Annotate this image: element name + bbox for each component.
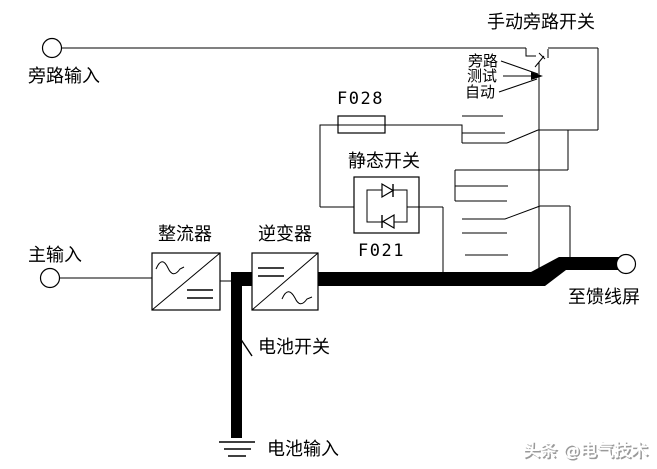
battery-ground-icon	[219, 441, 255, 457]
dc-bars-icon	[258, 267, 284, 277]
label-rectifier: 整流器	[158, 224, 212, 245]
static-switch-outer-box	[353, 176, 420, 234]
main-input-terminal	[39, 267, 61, 289]
switch-blade	[534, 55, 545, 68]
label-fuse-f028: F028	[337, 89, 384, 109]
label-inverter: 逆变器	[258, 224, 312, 245]
converter-divider	[151, 252, 221, 311]
label-battery-input: 电池输入	[267, 439, 339, 460]
label-main-input: 主输入	[28, 245, 82, 266]
switch-blade-hook	[538, 52, 546, 60]
label-to-feeder-panel: 至馈线屏	[568, 287, 640, 308]
watermark-shadow-text: 头条 @电气技术	[525, 442, 650, 463]
battery-bus	[231, 272, 242, 438]
label-static-switch: 静态开关	[348, 151, 420, 172]
bypass-input-terminal	[41, 37, 63, 59]
contact-blade	[504, 205, 541, 220]
main-output-bus	[232, 257, 620, 286]
selector-leaders	[498, 60, 543, 93]
contact-group-top	[385, 115, 539, 144]
label-fuse-f021: F021	[358, 241, 405, 261]
bypass-input-branch	[41, 37, 526, 59]
output-bus	[231, 257, 620, 438]
fuse-feed-wire	[319, 124, 338, 207]
label-selector-test: 测试	[467, 67, 497, 85]
manual-bypass-switch	[525, 47, 599, 272]
leader-arrowhead	[531, 72, 543, 80]
converter-divider	[251, 252, 319, 311]
thyristor-forward-icon	[381, 182, 395, 199]
label-selector-bypass: 旁路	[468, 52, 498, 70]
battery-switch-blade	[239, 337, 253, 357]
fuse-f028	[319, 115, 386, 207]
watermark: 头条 @电气技术 头条 @电气技术	[523, 440, 649, 463]
label-manual-bypass-switch: 手动旁路开关	[487, 12, 595, 33]
watermark-text: 头条 @电气技术	[523, 440, 648, 461]
leader-bypass	[500, 60, 539, 75]
label-bypass-input: 旁路输入	[28, 66, 100, 87]
rectifier-block	[151, 252, 221, 311]
contact-group-bottom	[462, 205, 571, 260]
battery-branch	[219, 337, 255, 457]
fuse-out-wire	[385, 124, 463, 143]
static-switch	[320, 176, 444, 273]
thyristor-reverse-icon	[381, 213, 395, 230]
inverter-block	[251, 252, 319, 311]
ac-sine-icon	[281, 291, 313, 305]
leader-auto	[498, 78, 538, 93]
main-input-branch	[39, 267, 152, 289]
output-terminal	[615, 253, 637, 275]
ac-sine-icon	[155, 261, 185, 275]
contact-group-middle	[454, 169, 568, 202]
label-battery-switch: 电池开关	[258, 337, 330, 358]
switch-fixed-contact-left	[525, 48, 536, 57]
contact-blade	[506, 129, 539, 144]
label-selector-auto: 自动	[465, 83, 495, 101]
dc-bars-icon	[187, 289, 213, 299]
